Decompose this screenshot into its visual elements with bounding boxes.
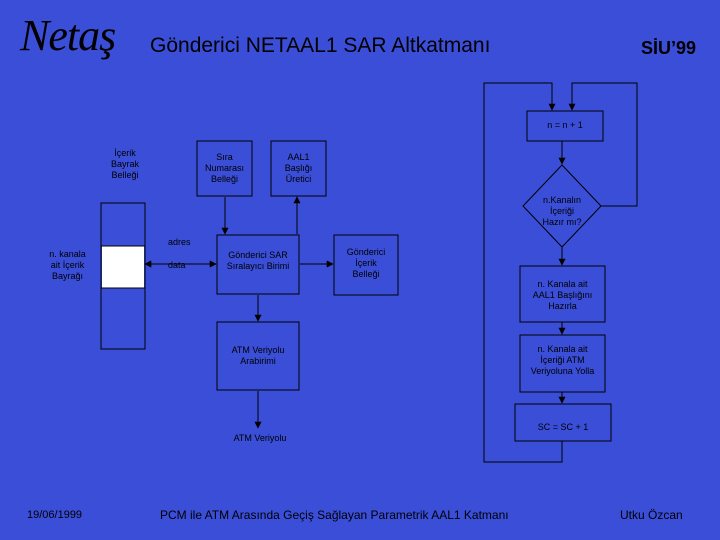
footer-date: 19/06/1999 (27, 509, 83, 521)
flag-register-box (100, 202, 146, 350)
atm-bus-label: ATM Veriyolu (233, 433, 287, 443)
n-increment-label: n = n + 1 (547, 120, 583, 130)
address-label: adres (168, 237, 191, 247)
sender-content-memory-box (333, 234, 399, 296)
slide-title: Gönderici NETAAL1 SAR Altkatmanı (150, 34, 491, 57)
footer-author: Utku Özcan (620, 508, 683, 522)
sc-increment-box (514, 403, 612, 442)
flag-register-cell (102, 246, 144, 288)
main-loop-arrow (483, 82, 563, 463)
sar-sequencer-box (216, 234, 300, 295)
netas-logo: Netaş (20, 11, 116, 60)
n-increment-box (526, 110, 604, 142)
sequence-number-memory-box (196, 140, 253, 197)
decision-no-loop-arrow (568, 82, 638, 207)
footer-subject: PCM ile ATM Arasında Geçiş Sağlayan Para… (160, 508, 509, 522)
data-label: data (168, 260, 186, 270)
aal1-header-generator-box (270, 140, 327, 197)
atm-interface-box (216, 321, 300, 391)
sc-increment-label: SC = SC + 1 (537, 422, 589, 432)
conference-code: SİU’99 (641, 38, 697, 58)
